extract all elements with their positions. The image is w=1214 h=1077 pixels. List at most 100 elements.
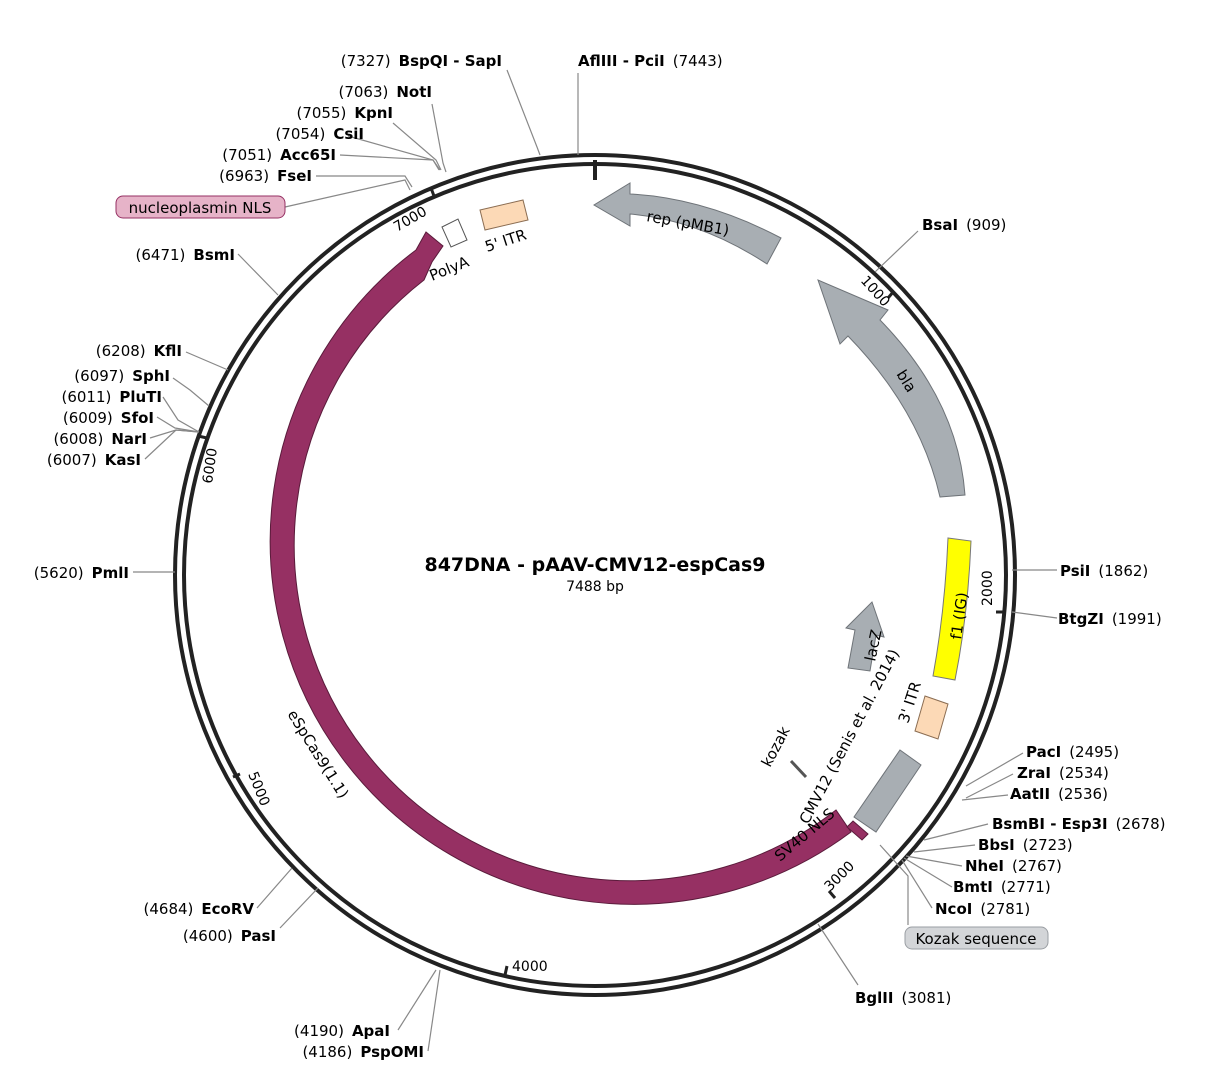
site-pos-kasi: (6007) [47, 451, 97, 469]
site-label-psii: PsiI (1862) [1060, 562, 1148, 580]
site-pos-pasi: (4600) [183, 927, 233, 945]
site-name-pluti: PluTI [119, 388, 162, 406]
bla-feature-arrow [817, 279, 966, 498]
site-pos-fsei: (6963) [219, 167, 269, 185]
site-name-psii: PsiI [1060, 562, 1090, 580]
site-pos-nari: (6008) [53, 430, 103, 448]
site-name-pmli: PmlI [92, 564, 129, 582]
kozak-sequence-label: Kozak sequence [915, 930, 1036, 948]
site-pos-sfoi: (6009) [63, 409, 113, 427]
nucleoplasmin-nls-tag [115, 195, 286, 219]
polya-feature-box [441, 218, 468, 248]
site-pos-afliii-pcii: (7443) [673, 52, 723, 70]
site-label-pasi: (4600) PasI [183, 927, 276, 945]
site-label-bsai: BsaI (909) [922, 216, 1006, 234]
site-name-bsmbi-esp3i: BsmBI - Esp3I [992, 815, 1108, 833]
site-pos-kfli: (6208) [96, 342, 146, 360]
site-label-kasi: (6007) KasI [47, 451, 141, 469]
site-pos-paci: (2495) [1069, 743, 1119, 761]
tick-label-6000: 6000 [200, 447, 221, 485]
site-label-pspomi: (4186) PspOMI [302, 1043, 424, 1061]
site-label-bmti: BmtI(2771) [953, 878, 1051, 896]
site-label-pluti: (6011) PluTI [61, 388, 162, 406]
site-pos-bbsi: (2723) [1023, 836, 1073, 854]
site-name-sfoi: SfoI [121, 409, 154, 427]
site-label-btgzi: BtgZI(1991) [1058, 610, 1162, 628]
espcas9-segment-marks [219, 451, 260, 647]
five-prime-itr-feature [479, 199, 529, 231]
site-name-kfli: KflI [154, 342, 182, 360]
tick-label-5000: 5000 [244, 770, 272, 809]
site-name-pasi: PasI [241, 927, 276, 945]
site-name-bbsi: BbsI [978, 836, 1015, 854]
espcas9-feature-arrow [269, 231, 852, 905]
site-name-ecorv: EcoRV [201, 900, 254, 918]
site-name-pspomi: PspOMI [360, 1043, 424, 1061]
site-name-zrai: ZraI [1017, 764, 1051, 782]
rep-pmb1-feature-arrow [593, 182, 782, 265]
tick-label-2000: 2000 [980, 570, 996, 606]
site-pos-bsmbi-esp3i: (2678) [1116, 815, 1166, 833]
site-name-kasi: KasI [105, 451, 141, 469]
site-labels-left: (7327) BspQI - SapI (7063) NotI (7055)KpnI… [34, 52, 502, 1061]
leader-lines [133, 69, 1058, 1052]
site-pos-apai: (4190) [294, 1022, 344, 1040]
tick-label-3000: 3000 [822, 858, 859, 895]
site-label-aatii: AatII (2536) [1010, 785, 1108, 803]
site-name-nari: NarI [111, 430, 147, 448]
tick-label-4000: 4000 [512, 959, 548, 975]
site-name-bspqi-sapi: BspQI - SapI [399, 52, 502, 70]
site-name-sphi: SphI [132, 367, 170, 385]
site-name-csii: CsiI [333, 125, 364, 143]
site-pos-aatii: (2536) [1058, 785, 1108, 803]
site-pos-acc65i: (7051) [222, 146, 272, 164]
site-label-zrai: ZraI (2534) [1017, 764, 1109, 782]
site-pos-bspqi-sapi: (7327) [341, 52, 391, 70]
site-label-afliii-pcii: AflIII - PciI (7443) [578, 52, 723, 70]
site-name-bglii: BglII [855, 989, 893, 1007]
site-name-bmti: BmtI [953, 878, 993, 896]
site-name-bsmi: BsmI [193, 246, 235, 264]
site-label-sphi: (6097) SphI [74, 367, 170, 385]
site-name-ncoi: NcoI [935, 900, 972, 918]
kozak-feature-mark [789, 759, 808, 779]
site-pos-pspomi: (4186) [302, 1043, 352, 1061]
site-label-sfoi: (6009) SfoI [63, 409, 154, 427]
site-pos-bsai: (909) [966, 216, 1006, 234]
site-pos-csii: (7054) [275, 125, 325, 143]
nucleoplasmin-nls-label: nucleoplasmin NLS [129, 199, 272, 217]
site-labels-right: AflIII - PciI (7443) BsaI (909) PsiI (1862)… [578, 52, 1166, 1007]
site-label-bsmi: (6471)BsmI [136, 246, 235, 264]
site-pos-pluti: (6011) [61, 388, 111, 406]
site-pos-psii: (1862) [1098, 562, 1148, 580]
site-pos-nhei: (2767) [1012, 857, 1062, 875]
three-prime-itr-feature [914, 695, 949, 740]
site-pos-sphi: (6097) [74, 367, 124, 385]
feature-label-kozak: kozak [758, 723, 794, 770]
site-name-noti: NotI [396, 83, 432, 101]
site-name-kpni: KpnI [354, 104, 393, 122]
f1-ig-feature-block [932, 537, 972, 681]
site-label-pmli: (5620) PmlI [34, 564, 129, 582]
site-name-paci: PacI [1026, 743, 1061, 761]
site-pos-noti: (7063) [338, 83, 388, 101]
site-name-afliii-pcii: AflIII - PciI [578, 52, 665, 70]
site-name-bsai: BsaI [922, 216, 958, 234]
site-name-btgzi: BtgZI [1058, 610, 1104, 628]
site-pos-zrai: (2534) [1059, 764, 1109, 782]
site-pos-pmli: (5620) [34, 564, 84, 582]
site-label-apai: (4190)ApaI [294, 1022, 390, 1040]
site-label-bsmbi-esp3i: BsmBI - Esp3I (2678) [992, 815, 1166, 833]
site-pos-ncoi: (2781) [980, 900, 1030, 918]
site-name-fsei: FseI [277, 167, 312, 185]
site-label-acc65i: (7051)Acc65I [222, 146, 336, 164]
site-label-paci: PacI (2495) [1026, 743, 1119, 761]
plasmid-length: 7488 bp [566, 579, 624, 595]
site-pos-bglii: (3081) [901, 989, 951, 1007]
plasmid-title: 847DNA - pAAV-CMV12-espCas9 [424, 554, 765, 576]
site-label-kpni: (7055)KpnI [296, 104, 393, 122]
site-name-aatii: AatII [1010, 785, 1050, 803]
site-pos-ecorv: (4684) [144, 900, 194, 918]
lacz-feature-arrow [845, 601, 885, 672]
